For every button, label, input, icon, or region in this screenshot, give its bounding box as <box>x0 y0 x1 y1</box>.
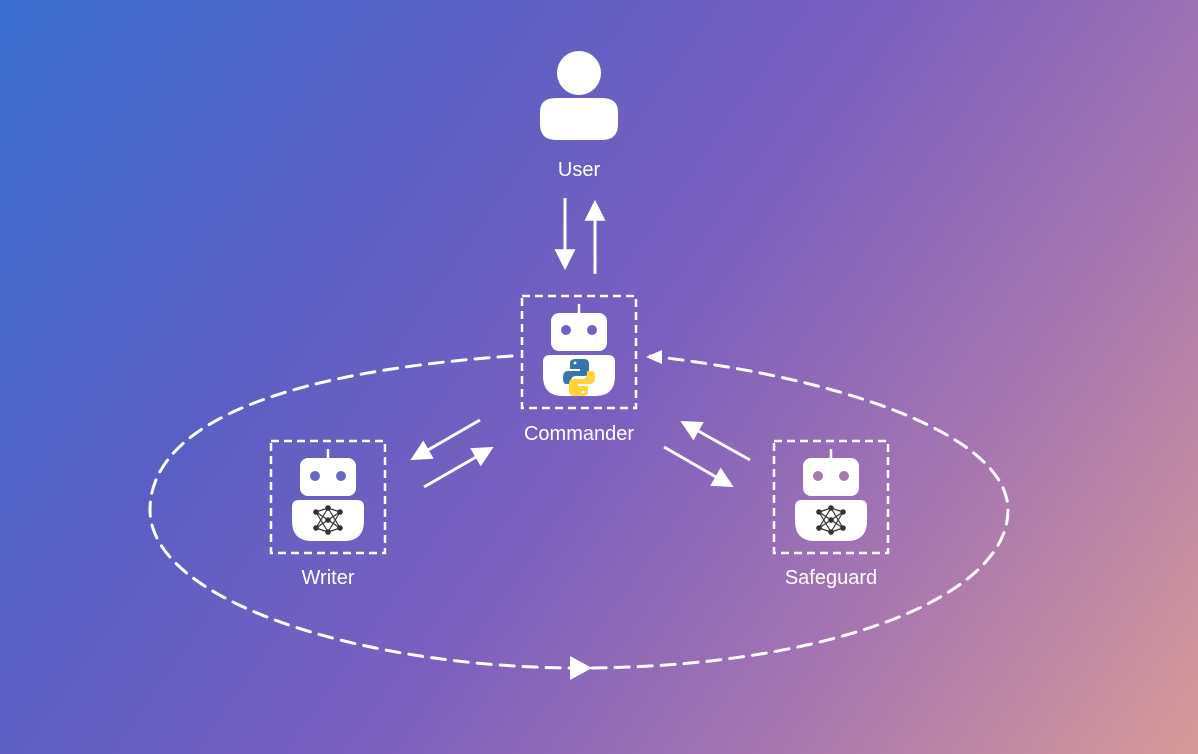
writer-dashed-box <box>269 439 387 555</box>
commander-to-safeguard-arrow <box>663 445 734 488</box>
safeguard-to-commander-arrow <box>680 420 751 462</box>
neural-net-icon <box>816 505 846 535</box>
commander-dashed-box <box>520 294 638 410</box>
commander-to-writer-arrow <box>410 418 481 461</box>
writer-label: Writer <box>302 567 355 589</box>
commander-label: Commander <box>524 423 634 445</box>
safeguard-dashed-box <box>772 439 890 555</box>
neural-net-icon <box>313 505 343 535</box>
safeguard-label: Safeguard <box>785 567 877 589</box>
commander-node: Commander <box>520 294 638 445</box>
robot-python-icon <box>543 304 615 396</box>
user-label: User <box>558 159 601 181</box>
writer-to-commander-arrow <box>423 446 494 489</box>
user-icon <box>540 51 618 140</box>
python-logo-icon <box>563 359 595 396</box>
loop-arrowhead-bottom <box>570 656 592 680</box>
robot-neural-net-icon <box>795 449 867 541</box>
loop-arrowhead-commander <box>646 350 662 364</box>
safeguard-node: Safeguard <box>772 439 890 589</box>
user-node: User <box>540 51 618 181</box>
writer-node: Writer <box>269 439 387 589</box>
loop-ellipse <box>148 354 1010 670</box>
robot-neural-net-icon <box>292 449 364 541</box>
